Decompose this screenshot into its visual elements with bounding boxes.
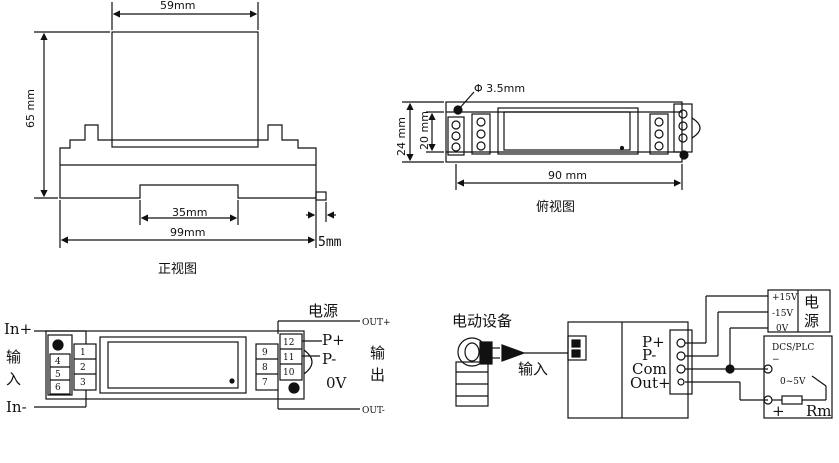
term-10: 10 [283,368,295,378]
term-out-plus: Out+ [630,374,671,392]
application-labels: 电动设备 输入 P+ P- Com Out+ +15V -15V 0V 电 源 … [452,293,832,420]
term-9: 9 [262,348,268,358]
out-minus-label: OUT- [362,406,385,416]
psu-plus: +15V [772,293,798,303]
psu-zero: 0V [776,324,789,334]
term-1: 1 [80,348,86,358]
term-12: 12 [283,338,294,348]
dim-20: 20 mm [418,111,431,150]
dcs-minus: − [772,355,780,365]
top-view [402,91,701,190]
out-plus-label: OUT+ [362,318,391,328]
dcs-box [763,335,833,419]
psu-box [767,289,831,333]
top-display [497,107,639,155]
module-body [111,31,259,148]
dim-35: 35mm [172,206,207,219]
din-rail-base [59,124,317,199]
term-7: 7 [262,378,268,388]
dim-59: 59mm [160,0,195,12]
term-p-plus: P+ [642,333,665,351]
dim-99: 99mm [170,226,205,239]
psu-label-1: 电 [804,293,819,311]
device-label: 电动设备 [452,312,512,330]
output-label-1: 输 [370,344,385,362]
input-label-2: 入 [6,370,21,388]
term-com: Com [632,360,667,378]
input-label-1: 输 [6,348,21,366]
term-p-minus: P- [642,346,656,364]
dim-65: 65 mm [24,89,37,128]
output-label-2: 出 [370,366,385,384]
dcs-plus: + [772,402,785,420]
top-body [445,101,683,163]
wiring-diagram [34,320,360,410]
term-5: 5 [55,370,61,380]
p-plus-label: P+ [322,331,345,349]
term-11: 11 [283,353,294,363]
wiring-labels: In+ In- 输 入 4 5 6 1 2 3 9 8 7 12 11 10 电… [4,302,391,416]
power-label: 电源 [308,302,338,320]
clip [315,191,327,201]
dim-24: 24 mm [395,117,408,156]
wiring-display [99,336,247,394]
front-view [34,2,336,248]
zero-v-label: 0V [326,374,348,392]
transmitter-box [567,321,689,419]
dcs-label: DCS/PLC [772,343,814,353]
term-3: 3 [80,378,86,388]
dim-90: 90 mm [548,169,587,182]
dim-5: 5mm [318,235,342,250]
front-view-caption: 正视图 [158,262,197,277]
psu-minus: -15V [772,309,793,319]
term-8: 8 [262,363,268,373]
in-minus-label: In- [6,398,27,416]
top-view-caption: 俯视图 [536,199,575,215]
application-diagram [455,289,833,419]
dcs-range: 0~5V [780,377,806,387]
term-6: 6 [55,383,61,393]
motor-device-icon [455,337,489,407]
in-plus-label: In+ [4,320,32,338]
psu-label-2: 源 [804,312,819,330]
term-4: 4 [55,357,61,367]
rm-label: Rm [806,402,832,420]
p-minus-label: P- [322,350,336,368]
term-2: 2 [80,363,86,373]
dim-hole: Φ 3.5mm [474,82,525,95]
app-input-label: 输入 [518,360,548,378]
